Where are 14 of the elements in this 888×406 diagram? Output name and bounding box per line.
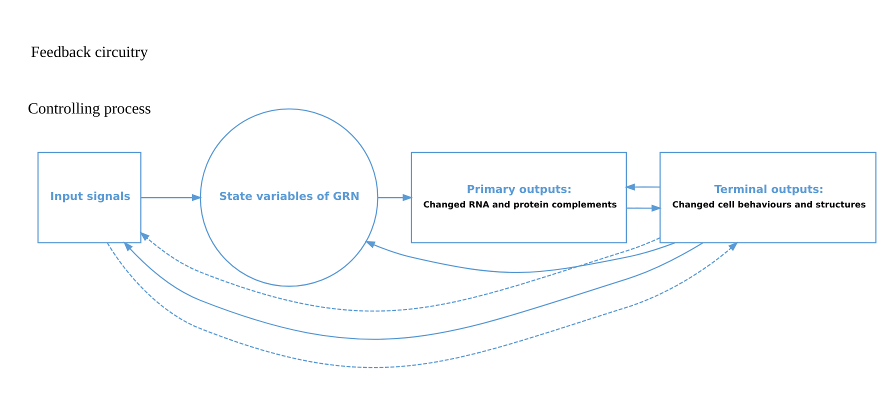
arrow — [364, 240, 676, 272]
arrow — [140, 194, 202, 201]
node-box: Primary outputs: Changed RNA and protein complements — [410, 151, 627, 243]
arrow — [123, 240, 704, 340]
node-box: Input signals — [37, 151, 142, 243]
label: Controlling process — [28, 100, 152, 118]
arrow — [140, 231, 660, 312]
arrow — [378, 194, 413, 201]
arrow — [624, 182, 660, 190]
label: Feedback circuitry — [30, 44, 148, 61]
arrow — [626, 204, 662, 212]
node-box: Terminal outputs: Changed cell behaviours and structures — [660, 151, 876, 243]
node-circle: State variables of GRN — [200, 108, 378, 286]
arrow — [106, 241, 738, 368]
